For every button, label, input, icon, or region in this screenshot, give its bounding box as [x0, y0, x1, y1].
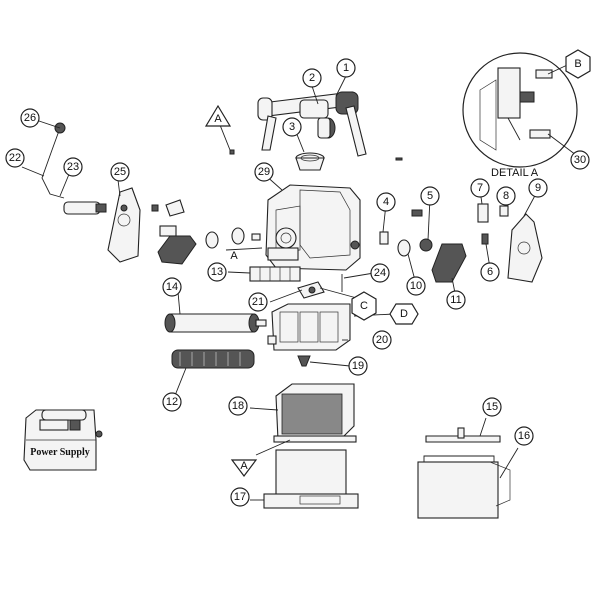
letter-a-bottom-marker: A	[230, 459, 258, 477]
callout-11: 11	[446, 290, 466, 310]
left-small-parts	[151, 199, 261, 265]
small-pin	[395, 157, 403, 161]
svg-text:22: 22	[9, 152, 21, 164]
roller-part	[164, 313, 267, 333]
letter-c-marker: C	[351, 291, 377, 321]
svg-text:13: 13	[211, 266, 223, 278]
svg-text:18: 18	[232, 400, 244, 412]
callout-24: 24	[370, 263, 390, 283]
svg-text:3: 3	[289, 121, 295, 133]
callout-19: 19	[348, 356, 368, 376]
svg-text:2: 2	[309, 72, 315, 84]
svg-text:D: D	[400, 308, 408, 320]
svg-text:16: 16	[518, 430, 530, 442]
screw-a-top	[229, 149, 235, 155]
callout-12: 12	[162, 392, 182, 412]
svg-text:12: 12	[166, 396, 178, 408]
callout-26: 26	[20, 108, 40, 128]
svg-text:A: A	[230, 250, 238, 262]
svg-text:30: 30	[574, 154, 586, 166]
callout-6: 6	[480, 262, 500, 282]
callout-2: 2	[302, 68, 322, 88]
callout-16: 16	[514, 426, 534, 446]
callout-21: 21	[248, 292, 268, 312]
svg-text:4: 4	[383, 196, 389, 208]
caddy-box-part	[417, 455, 511, 519]
svg-text:11: 11	[450, 294, 461, 306]
callout-8: 8	[496, 186, 516, 206]
svg-text:25: 25	[114, 166, 126, 178]
svg-text:1: 1	[343, 62, 349, 74]
callout-4: 4	[376, 192, 396, 212]
svg-text:5: 5	[427, 190, 433, 202]
svg-text:23: 23	[67, 161, 79, 173]
svg-text:7: 7	[477, 182, 483, 194]
svg-text:29: 29	[258, 166, 270, 178]
power-supply-part	[23, 409, 103, 471]
side-plate-left-part	[107, 187, 141, 263]
callout-22: 22	[5, 148, 25, 168]
callout-25: 25	[110, 162, 130, 182]
float-part	[299, 99, 336, 139]
detail-a-label: DETAIL A	[491, 167, 539, 179]
svg-text:8: 8	[503, 190, 509, 202]
svg-text:6: 6	[487, 266, 493, 278]
letter-a-body-marker: A	[230, 250, 238, 262]
letter-b-marker: B	[565, 49, 591, 79]
svg-text:26: 26	[24, 112, 36, 124]
callout-10: 10	[406, 276, 426, 296]
svg-text:19: 19	[352, 360, 364, 372]
nozzle-part	[297, 355, 311, 367]
cap-part	[295, 152, 325, 171]
lid-part	[425, 427, 501, 443]
svg-text:A: A	[214, 113, 222, 125]
callout-7: 7	[470, 178, 490, 198]
side-plate-right-part	[507, 213, 543, 283]
clip-part	[297, 281, 325, 299]
brush-part	[171, 349, 255, 369]
svg-text:24: 24	[374, 267, 386, 279]
pump-housing-part	[267, 303, 351, 351]
callout-5: 5	[420, 186, 440, 206]
callout-20: 20	[372, 330, 392, 350]
callout-17: 17	[230, 487, 250, 507]
main-body-part	[265, 184, 361, 271]
svg-text:A: A	[240, 460, 248, 472]
callout-18: 18	[228, 396, 248, 416]
callout-15: 15	[482, 397, 502, 417]
svg-text:C: C	[360, 300, 368, 312]
svg-text:10: 10	[410, 280, 422, 292]
power-supply-label: Power Supply	[30, 447, 90, 458]
callout-30: 30	[570, 150, 590, 170]
callout-13: 13	[207, 262, 227, 282]
svg-text:9: 9	[535, 182, 541, 194]
svg-text:20: 20	[376, 334, 388, 346]
callout-9: 9	[528, 178, 548, 198]
detail-a-view	[462, 52, 578, 168]
svg-text:14: 14	[166, 281, 178, 293]
svg-text:15: 15	[486, 401, 498, 413]
right-small-parts	[379, 203, 509, 283]
callout-1: 1	[336, 58, 356, 78]
svg-text:17: 17	[234, 491, 246, 503]
callout-29: 29	[254, 162, 274, 182]
callout-23: 23	[63, 157, 83, 177]
svg-text:21: 21	[252, 296, 264, 308]
callout-3: 3	[282, 117, 302, 137]
letter-d-marker: D	[389, 303, 419, 325]
filter-basket-part	[273, 383, 357, 443]
svg-text:B: B	[574, 58, 581, 70]
filter-strip-part	[249, 266, 301, 282]
callout-14: 14	[162, 277, 182, 297]
letter-a-top-marker: A	[204, 104, 232, 127]
tray-part	[263, 449, 359, 509]
